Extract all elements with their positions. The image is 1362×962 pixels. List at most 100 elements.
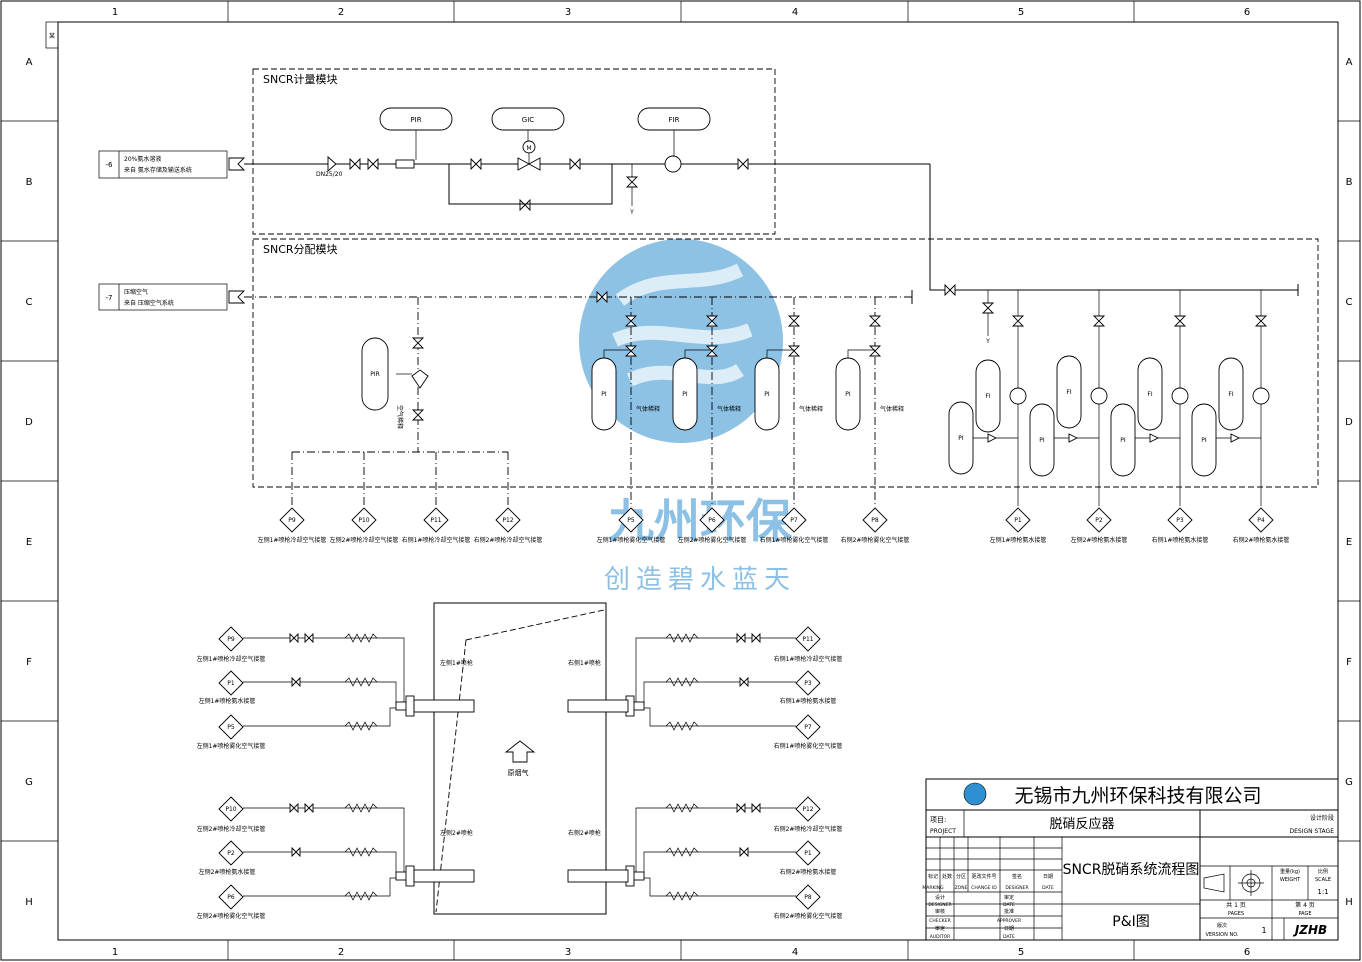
rev-col-en: DATE xyxy=(1042,885,1054,891)
grid-row-label: G xyxy=(25,777,33,788)
role-en: AUDITOR xyxy=(930,934,951,940)
reactor-feed-label: 右侧2#喷枪雾化空气接管 xyxy=(774,912,843,920)
inlet-air: -7 压缩空气 来自 压缩空气系统 xyxy=(98,283,246,311)
reactor-feed-label: 左侧2#喷枪雾化空气接管 xyxy=(197,912,266,920)
reactor-feed-label: 右侧2#喷枪冷却空气接管 xyxy=(774,825,843,833)
reactor-feed-label: 右侧1#喷枪冷却空气接管 xyxy=(774,655,843,663)
grid-col-label: 4 xyxy=(792,947,798,958)
outlet-label: 左侧1#喷枪雾化空气接管 xyxy=(597,536,666,544)
gun-label: 右侧2#喷枪 xyxy=(568,829,601,837)
version-label: 版次 xyxy=(1217,922,1227,929)
drain-label: Y xyxy=(629,209,634,216)
inlet-line2: 来自 氨水存储及输送系统 xyxy=(124,166,192,174)
distribution-module-title: SNCR分配模块 xyxy=(263,243,338,256)
outlet-label: 右侧2#喷枪氨水接管 xyxy=(1233,536,1290,544)
air-pi: PI xyxy=(682,391,688,398)
gun-label: 左侧2#喷枪 xyxy=(440,829,473,837)
gas-note: 气体稀释 xyxy=(717,405,741,413)
gas-note: 气体稀释 xyxy=(636,405,660,413)
reactor-feed-label: 右侧1#喷枪氨水接管 xyxy=(780,697,837,705)
outlet-tag: P8 xyxy=(871,517,879,524)
drain-label: Y xyxy=(985,338,990,345)
inlet-ammonia: -6 20%氨水溶液 来自 氨水存储及输送系统 xyxy=(98,150,246,179)
rev-col: 签名 xyxy=(1012,873,1022,880)
grid-col-label: 6 xyxy=(1244,7,1250,18)
gun-label: 左侧1#喷枪 xyxy=(440,659,473,667)
grid-col-label: 3 xyxy=(565,947,571,958)
reactor-feed-label: 左侧2#喷枪冷却空气接管 xyxy=(197,825,266,833)
gas-note: 气体稀释 xyxy=(799,405,823,413)
reactor-tag: P1 xyxy=(227,680,235,687)
role-right-cn: 审定 xyxy=(1004,894,1014,901)
air-dilution-note: 空气稀释 xyxy=(396,405,404,429)
role-right-cn: 批准 xyxy=(1004,908,1014,915)
corner-mark: 某 xyxy=(49,33,55,40)
flue-gas-label: 原烟气 xyxy=(508,768,529,777)
air-pir: PIR xyxy=(370,371,380,378)
version-en: VERSION NO. xyxy=(1205,932,1238,938)
role-cn: 审定 xyxy=(935,925,945,932)
drawing-type: P&I图 xyxy=(1112,914,1150,930)
outlet-tag: P1 xyxy=(1014,517,1022,524)
instrument-fir: FIR xyxy=(669,116,680,124)
watermark-slogan: 创造碧水蓝天 xyxy=(604,565,796,595)
grid-row-label: E xyxy=(1346,537,1352,548)
grid-col-label: 6 xyxy=(1244,947,1250,958)
grid-col-label: 2 xyxy=(338,7,344,18)
grid-row-label: D xyxy=(1345,417,1353,428)
outlet-tag: P9 xyxy=(288,517,296,524)
outlet-tag: P5 xyxy=(627,517,635,524)
outlet-markers: P9 P10 P11 P12 P5 P6 P7 P8 P1 P2 P3 P4 左… xyxy=(258,507,1290,544)
title-block: 无锡市九州环保科技有限公司 项目: PROJECT 脱硝反应器 设计阶段 DES… xyxy=(922,778,1339,941)
outlet-label: 右侧2#喷枪冷却空气接管 xyxy=(474,536,543,544)
weight-en: WEIGHT xyxy=(1280,877,1301,883)
project-label-en: PROJECT xyxy=(930,828,956,835)
outlet-label: 左侧2#喷枪雾化空气接管 xyxy=(678,536,747,544)
rev-col-en: ZONE xyxy=(955,885,968,891)
instrument-pir: PIR xyxy=(410,116,421,124)
water-fi: FI xyxy=(985,393,990,400)
air-pi: PI xyxy=(601,391,607,398)
outlet-tag: P6 xyxy=(708,517,716,524)
metering-module-title: SNCR计量模块 xyxy=(263,73,338,86)
drawing-title: SNCR脱硝系统流程图 xyxy=(1063,862,1200,878)
outlet-label: 左侧1#喷枪冷却空气接管 xyxy=(258,536,327,544)
gun-label: 右侧1#喷枪 xyxy=(568,659,601,667)
metering-module: SNCR计量模块 -6 20%氨水溶液 来自 氨水存储及输送系统 DN25/20 xyxy=(98,68,1299,296)
outlet-label: 左侧2#喷枪氨水接管 xyxy=(1071,536,1128,544)
reactor-tag: P8 xyxy=(804,894,812,901)
outlet-label: 左侧1#喷枪氨水接管 xyxy=(990,536,1047,544)
reactor-tag: P3 xyxy=(804,680,812,687)
role-cn: 审核 xyxy=(935,908,945,915)
reactor-feed-label: 右侧2#喷枪氨水接管 xyxy=(780,868,837,876)
role-right-cn: 日期 xyxy=(1004,926,1014,932)
reactor-tag: P9 xyxy=(227,636,235,643)
grid-col-label: 5 xyxy=(1018,7,1024,18)
grid-row-label: G xyxy=(1345,777,1353,788)
water-pi: PI xyxy=(958,435,964,442)
drawing-code: JZHB xyxy=(1293,923,1327,937)
grid-row-label: A xyxy=(1346,57,1353,68)
page-en: PAGE xyxy=(1298,911,1311,917)
reactor-tag: P7 xyxy=(804,724,812,731)
air-pi: PI xyxy=(764,391,770,398)
pages-count: 共 1 页 xyxy=(1226,901,1246,909)
grid-col-label: 5 xyxy=(1018,947,1024,958)
rev-col: 日期 xyxy=(1043,874,1053,880)
reactor-feed-label: 左侧1#喷枪雾化空气接管 xyxy=(197,742,266,750)
role-right-en: APPROVER xyxy=(997,918,1021,924)
grid-row-label: B xyxy=(26,177,33,188)
distribution-module: SNCR分配模块 -7 压缩空气 来自 压缩空气系统 PIR 空气稀释 xyxy=(98,238,1319,506)
water-pi: PI xyxy=(1120,437,1126,444)
grid-row-label: E xyxy=(26,537,32,548)
outlet-tag: P3 xyxy=(1176,517,1184,524)
inlet-line1: 20%氨水溶液 xyxy=(124,155,161,163)
inlet-line1: 压缩空气 xyxy=(124,288,148,296)
version-value: 1 xyxy=(1261,926,1266,935)
rev-col: 更改文件号 xyxy=(971,873,996,880)
reactor-feed-label: 左侧1#喷枪氨水接管 xyxy=(199,697,256,705)
company-logo-icon xyxy=(963,782,987,806)
page-number: 第 4 页 xyxy=(1295,901,1315,909)
company-name: 无锡市九州环保科技有限公司 xyxy=(1014,785,1261,807)
